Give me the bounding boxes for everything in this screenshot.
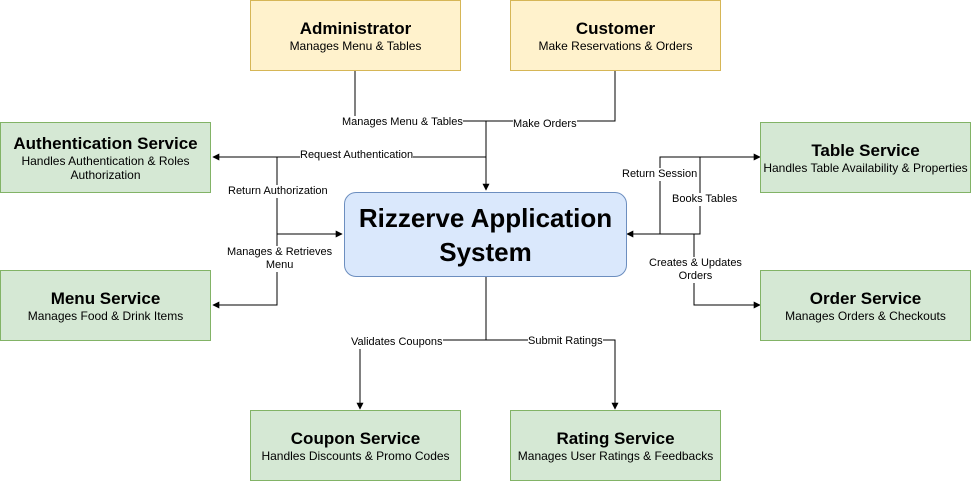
label-request-authentication: Request Authentication	[300, 149, 414, 162]
customer-desc: Make Reservations & Orders	[538, 39, 693, 53]
label-make-orders: Make Orders	[513, 118, 577, 131]
label-manages-retrieves-line1: Manages & Retrieves	[227, 246, 333, 258]
edge-books-tables	[626, 157, 701, 238]
coupon-service-desc: Handles Discounts & Promo Codes	[261, 449, 450, 463]
authentication-service-desc-line2: Authorization	[70, 168, 141, 182]
customer-node: Customer Make Reservations & Orders	[510, 0, 721, 71]
label-validates-coupons: Validates Coupons	[351, 336, 443, 349]
edge-return-session	[659, 153, 761, 234]
label-manages-menu-tables: Manages Menu & Tables	[342, 116, 463, 129]
administrator-node: Administrator Manages Menu & Tables	[250, 0, 461, 71]
edge-customer-core	[486, 70, 616, 122]
coupon-service-title: Coupon Service	[290, 429, 421, 448]
label-creates-updates-line2: Orders	[678, 270, 713, 282]
menu-service-node: Menu Service Manages Food & Drink Items	[0, 270, 211, 341]
core-system-node: Rizzerve Application System	[344, 192, 627, 277]
administrator-desc: Manages Menu & Tables	[289, 39, 422, 53]
label-manages-retrieves-menu: Manages & Retrieves Menu	[227, 246, 333, 272]
customer-title: Customer	[575, 19, 656, 38]
label-books-tables: Books Tables	[672, 193, 738, 206]
core-title-line1: Rizzerve Application	[358, 202, 613, 233]
administrator-title: Administrator	[299, 19, 412, 38]
authentication-service-desc-line1: Handles Authentication & Roles	[21, 154, 190, 168]
rating-service-node: Rating Service Manages User Ratings & Fe…	[510, 410, 721, 481]
label-creates-updates-orders: Creates & Updates Orders	[649, 257, 742, 283]
edge-coupon	[356, 339, 486, 410]
authentication-service-title: Authentication Service	[13, 134, 198, 153]
table-service-desc: Handles Table Availability & Properties	[763, 161, 968, 175]
edge-admin-core	[354, 70, 490, 191]
rating-service-title: Rating Service	[556, 429, 675, 448]
table-service-node: Table Service Handles Table Availability…	[760, 122, 971, 193]
edge-rating	[486, 339, 619, 410]
core-title-line2: System	[439, 236, 532, 267]
order-service-node: Order Service Manages Orders & Checkouts	[760, 270, 971, 341]
table-service-title: Table Service	[811, 141, 920, 160]
order-service-title: Order Service	[809, 289, 922, 308]
coupon-service-node: Coupon Service Handles Discounts & Promo…	[250, 410, 461, 481]
label-return-authorization: Return Authorization	[228, 185, 328, 198]
order-service-desc: Manages Orders & Checkouts	[785, 309, 946, 323]
label-creates-updates-line1: Creates & Updates	[649, 257, 742, 269]
menu-service-desc: Manages Food & Drink Items	[27, 309, 184, 323]
rating-service-desc: Manages User Ratings & Feedbacks	[517, 449, 714, 463]
label-manages-retrieves-line2: Menu	[265, 259, 294, 271]
menu-service-title: Menu Service	[50, 289, 161, 308]
label-return-session: Return Session	[622, 168, 698, 181]
label-submit-ratings: Submit Ratings	[528, 335, 603, 348]
authentication-service-node: Authentication Service Handles Authentic…	[0, 122, 211, 193]
